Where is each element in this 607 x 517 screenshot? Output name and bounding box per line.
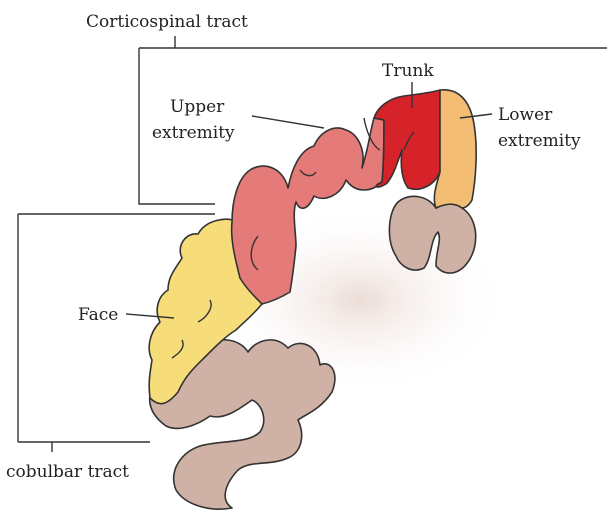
face-label: Face — [78, 305, 118, 325]
upper-extremity-label-line2: extremity — [152, 123, 235, 143]
trunk-label: Trunk — [382, 61, 434, 81]
corticobulbar-label: cobulbar tract — [6, 462, 129, 482]
upper-extremity-label-line1: Upper — [170, 97, 225, 117]
region-lower-extremity — [434, 90, 476, 208]
lower-extremity-label-line1: Lower — [498, 105, 553, 125]
upper-extremity-leader — [252, 116, 324, 128]
lower-extremity-label-line2: extremity — [498, 131, 581, 151]
corticospinal-label: Corticospinal tract — [86, 12, 248, 32]
region-trunk — [374, 90, 440, 189]
